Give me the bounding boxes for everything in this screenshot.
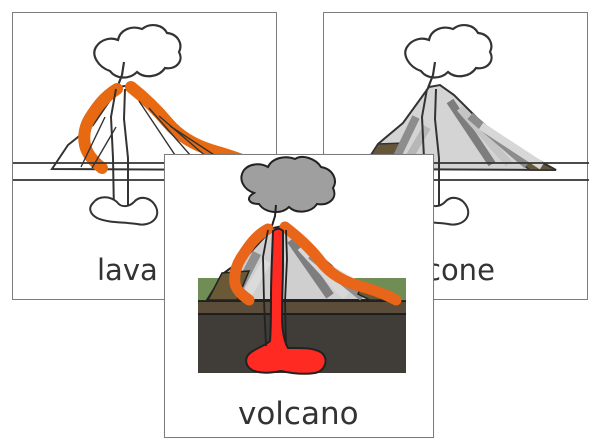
volcano-card-label: volcano xyxy=(238,396,359,432)
ash-cloud xyxy=(240,156,336,213)
volcano-card-vent-left-line xyxy=(262,229,269,347)
left-lava-flow xyxy=(78,83,123,174)
lava-card-label: lava xyxy=(97,253,158,287)
magma-chamber-outline xyxy=(89,196,159,226)
cone-card-vent-right-line xyxy=(433,88,440,213)
volcano-card: volcano xyxy=(164,154,434,438)
cone-card-label: cone xyxy=(425,253,495,287)
vent-right-line xyxy=(122,88,129,213)
volcano-card-vent-right-line xyxy=(284,229,288,346)
cone-stripes xyxy=(388,98,545,171)
volcano-card-illustration xyxy=(198,156,406,375)
soil-layer xyxy=(198,301,406,314)
cone-card-ash-cloud-outline xyxy=(404,23,493,79)
vent-left-line xyxy=(109,88,117,214)
volcano-card-right-lava-flow xyxy=(279,221,402,306)
lava-card-illustration xyxy=(13,23,278,226)
cone-card-ash-trail-line xyxy=(426,61,437,89)
volcano-card-ash-trail-line xyxy=(270,204,277,230)
volcano-card-left-lava-flow xyxy=(229,223,274,306)
ash-cloud-outline xyxy=(93,23,182,79)
